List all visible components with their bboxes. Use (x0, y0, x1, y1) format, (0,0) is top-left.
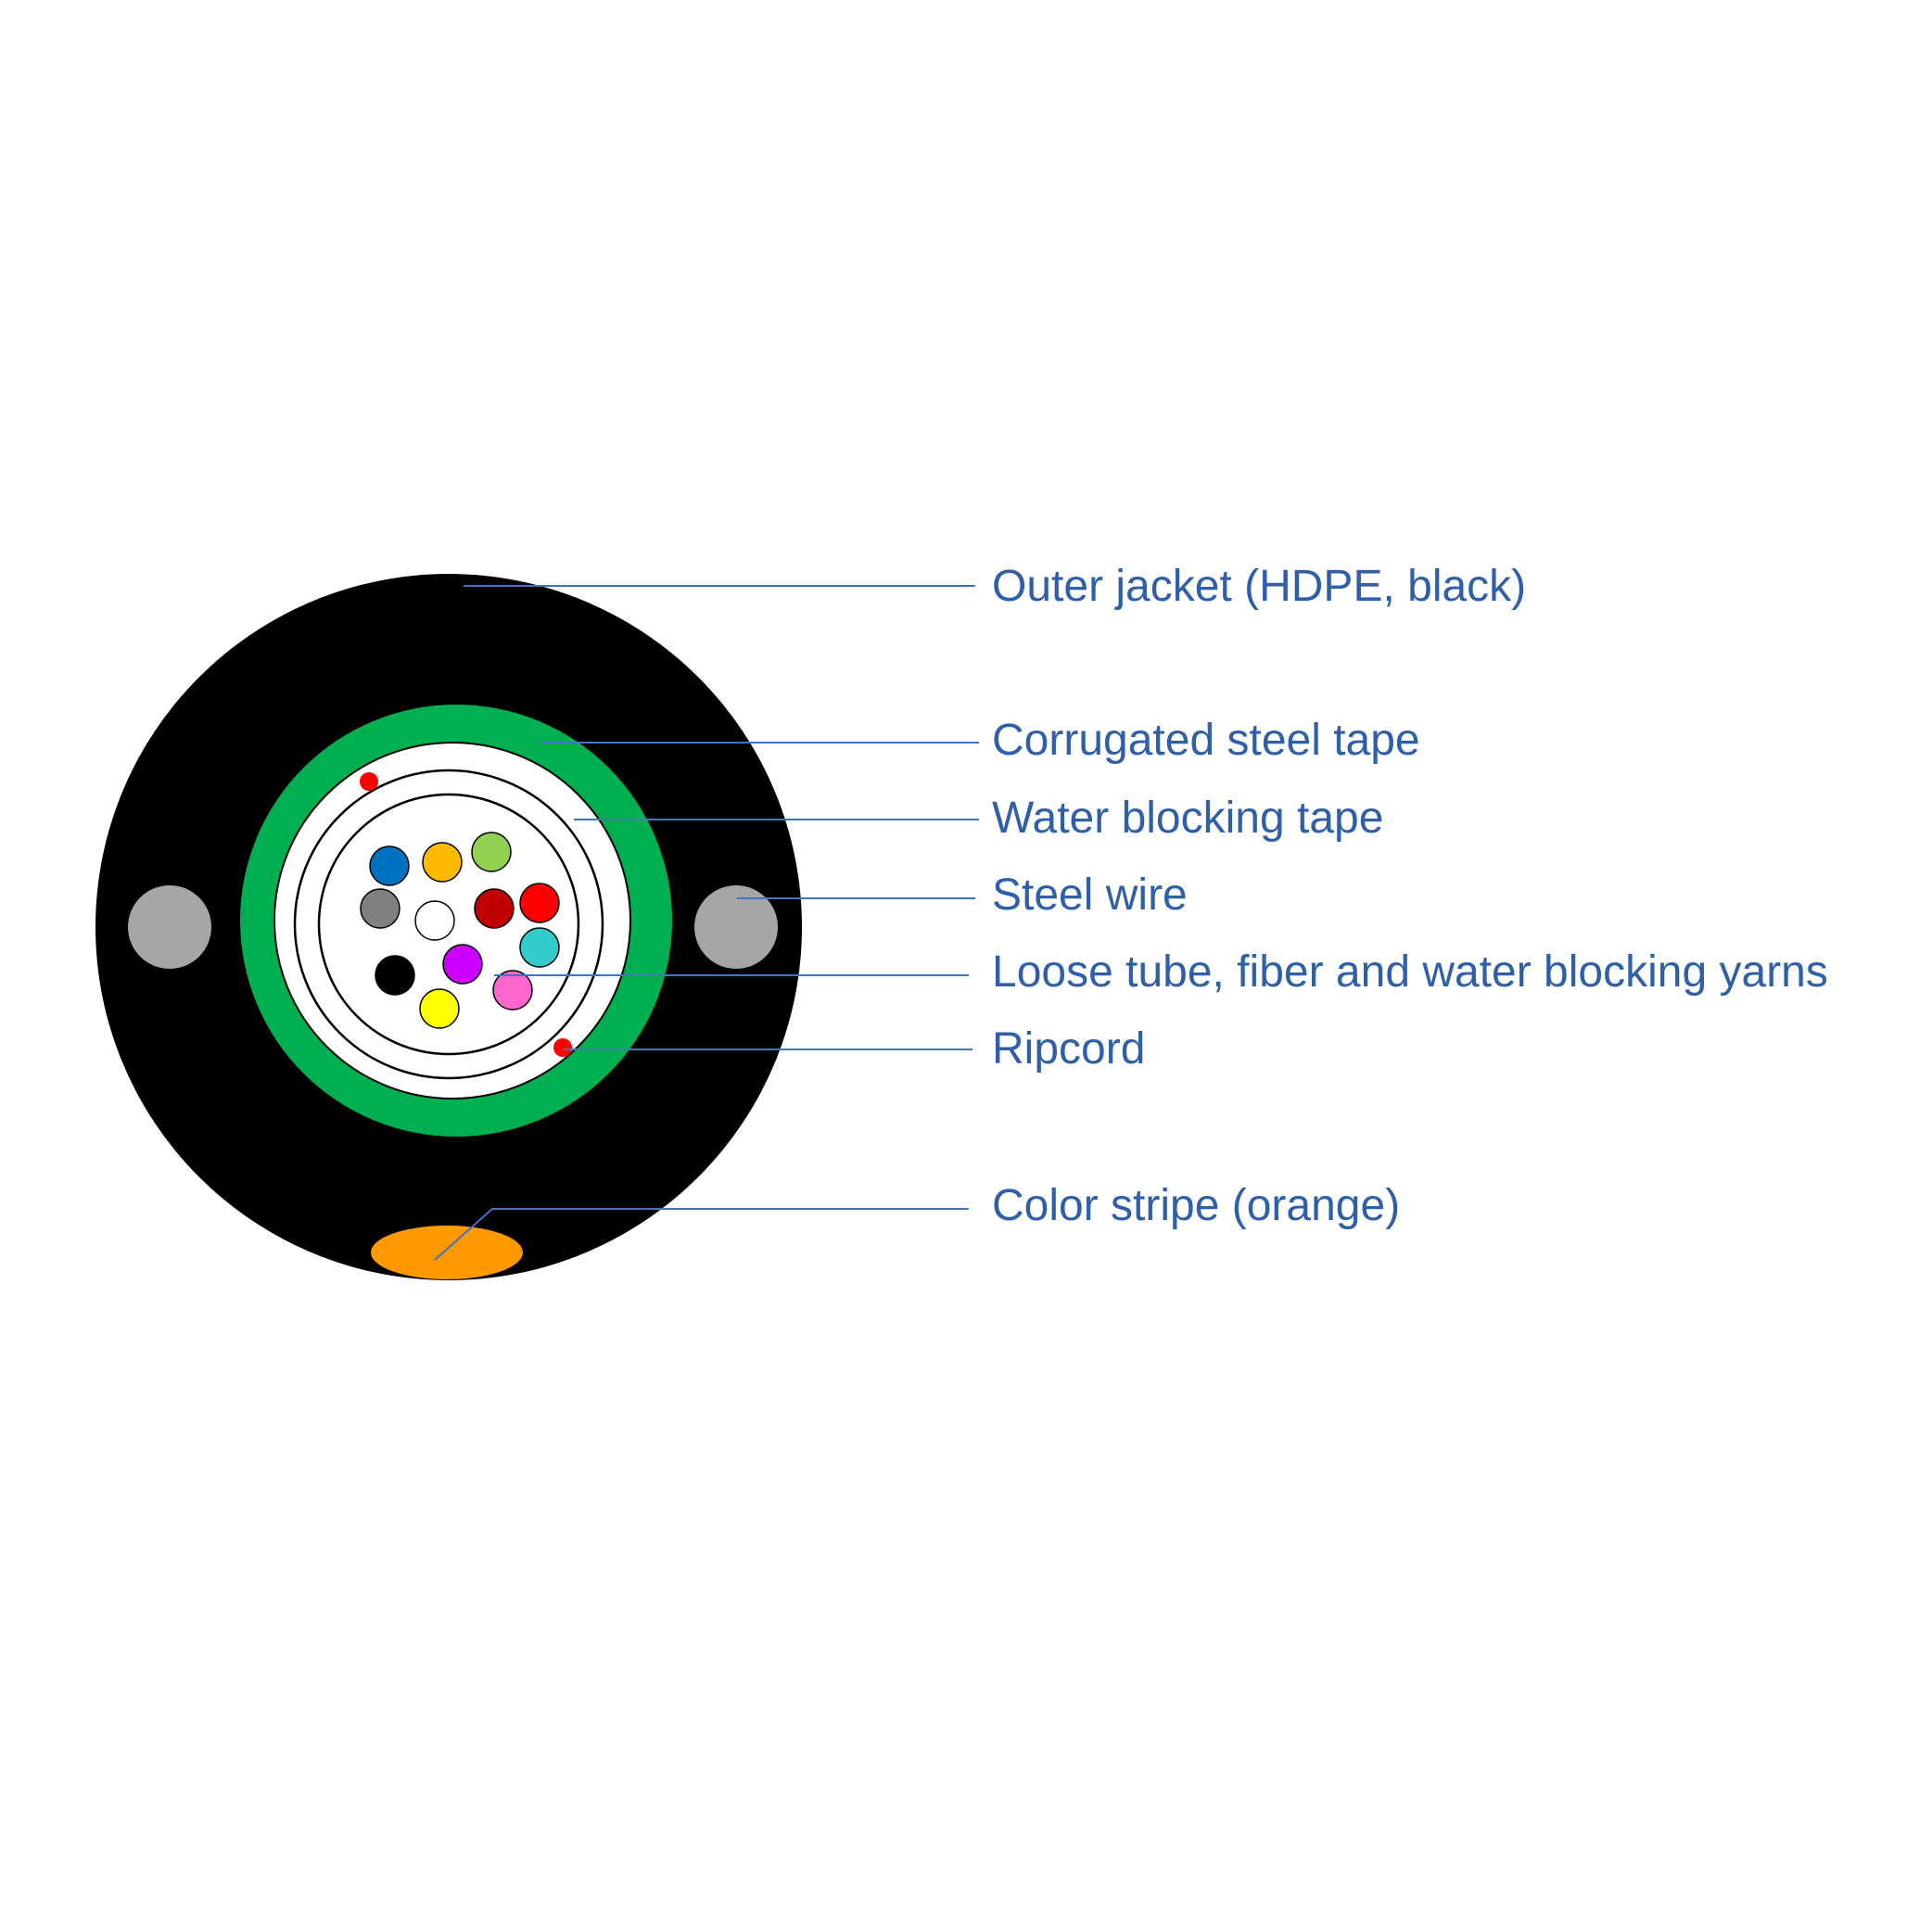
fiber-cyan (519, 927, 560, 968)
fiber-green (471, 832, 512, 872)
label-corrugated-steel-tape: Corrugated steel tape (992, 716, 1420, 765)
label-outer-jacket: Outer jacket (HDPE, black) (992, 562, 1526, 611)
fiber-white (414, 900, 455, 941)
fiber-pink (492, 970, 533, 1010)
leader-color-stripe (434, 1208, 969, 1261)
label-steel-wire: Steel wire (992, 871, 1188, 920)
loose-tube-outer-ring (293, 769, 604, 1080)
fiber-violet (442, 944, 483, 985)
ripcord-bottom (553, 1038, 572, 1057)
steel-wire-left (128, 885, 211, 969)
steel-wire-right (694, 885, 778, 969)
loose-tube-inner-ring (317, 793, 580, 1056)
label-ripcord: Ripcord (992, 1024, 1145, 1074)
label-color-stripe: Color stripe (orange) (992, 1181, 1400, 1230)
fiber-black (375, 955, 415, 996)
ripcord-top (360, 772, 378, 791)
fiber-orange (422, 842, 463, 883)
color-stripe (371, 1226, 523, 1279)
fiber-yellow (419, 988, 460, 1029)
fiber-gray (360, 888, 400, 929)
fiber-red (519, 883, 560, 923)
fiber-dark-red (474, 888, 515, 929)
label-loose-tube: Loose tube, fiber and water blocking yar… (992, 947, 1828, 997)
fiber-blue (369, 845, 410, 886)
label-water-blocking-tape: Water blocking tape (992, 794, 1383, 843)
